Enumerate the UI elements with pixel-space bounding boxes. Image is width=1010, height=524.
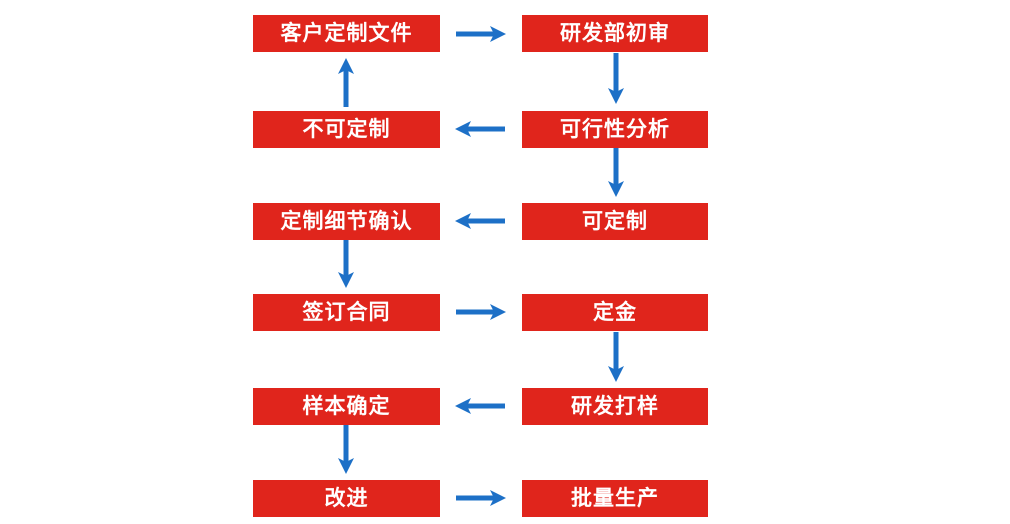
arrow-sign-contract-to-deposit-icon bbox=[456, 304, 506, 320]
arrow-deposit-to-rd-sampling-icon bbox=[608, 332, 624, 382]
node-rd-sampling: 研发打样 bbox=[522, 388, 708, 425]
node-deposit: 定金 bbox=[522, 294, 708, 331]
arrow-customer-file-to-rd-review-icon bbox=[456, 26, 506, 42]
node-detail-confirmation: 定制细节确认 bbox=[253, 203, 440, 240]
arrow-rd-review-to-feasibility-icon bbox=[608, 53, 624, 104]
arrow-rd-sampling-to-sample-confirmed-icon bbox=[455, 398, 505, 414]
node-not-customizable: 不可定制 bbox=[253, 111, 440, 148]
node-sign-contract: 签订合同 bbox=[253, 294, 440, 331]
arrow-feasibility-to-not-customizable-icon bbox=[455, 121, 505, 137]
node-mass-production: 批量生产 bbox=[522, 480, 708, 517]
arrow-detail-confirmation-to-sign-contract-icon bbox=[338, 240, 354, 288]
node-feasibility-analysis: 可行性分析 bbox=[522, 111, 708, 148]
arrow-not-customizable-to-customer-file-icon bbox=[338, 58, 354, 107]
arrow-customizable-to-detail-confirmation-icon bbox=[455, 213, 505, 229]
node-sample-confirmed: 样本确定 bbox=[253, 388, 440, 425]
node-customer-file: 客户定制文件 bbox=[253, 15, 440, 52]
arrow-sample-confirmed-to-improvement-icon bbox=[338, 425, 354, 474]
node-rd-initial-review: 研发部初审 bbox=[522, 15, 708, 52]
node-improvement: 改进 bbox=[253, 480, 440, 517]
arrow-feasibility-to-customizable-icon bbox=[608, 148, 624, 197]
node-customizable: 可定制 bbox=[522, 203, 708, 240]
arrow-improvement-to-mass-production-icon bbox=[456, 490, 506, 506]
